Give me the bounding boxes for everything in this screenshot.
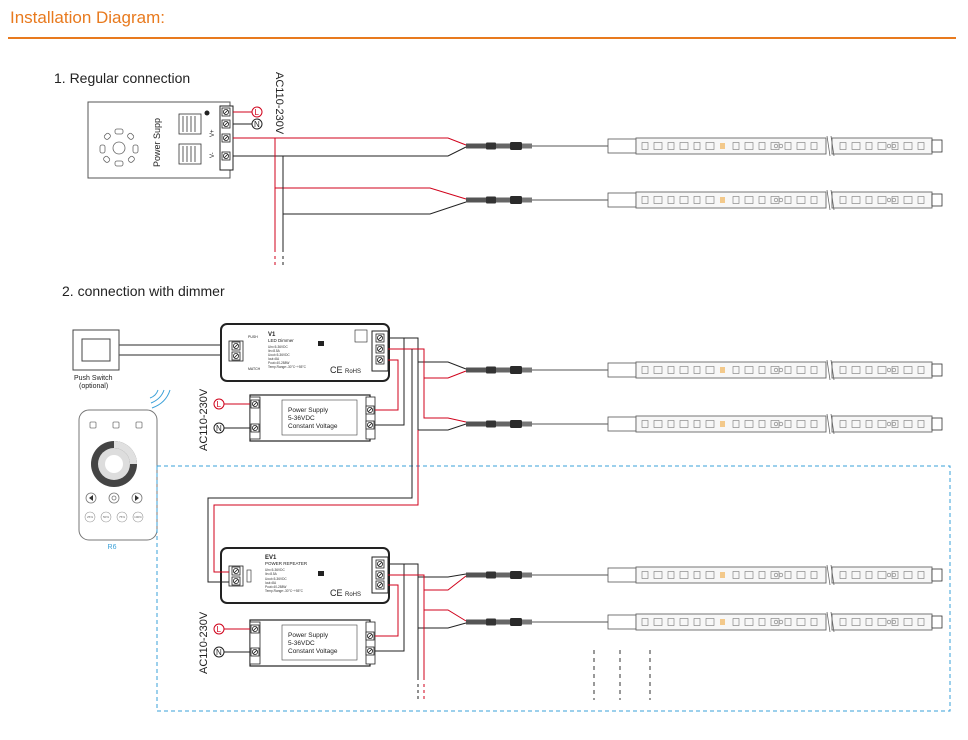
remote-preset-3: 75% <box>119 515 125 519</box>
terminal-v-minus-label: V- <box>210 152 216 158</box>
remote-r6: 25% 50% 75% 100% R6 <box>78 389 171 551</box>
remote-model-label: R6 <box>108 544 117 551</box>
mains-voltage-label-2a: AC110-230V <box>198 388 210 451</box>
terminal-n-label: N <box>254 120 260 129</box>
dimmer-push-label: PUSH <box>248 335 258 339</box>
dimmer-spec-6: Temp.Range:-30°C~+55°C <box>268 365 307 369</box>
push-switch-note: (optional) <box>79 383 108 390</box>
dimmer-spec-2: Iin=8.5A <box>268 349 281 353</box>
psu-2b-line1: Power Supply <box>288 632 329 639</box>
mains-n-symbol-2b: N <box>213 646 250 658</box>
remote-preset-1: 25% <box>87 515 93 519</box>
repeater-model: EV1 <box>265 555 277 561</box>
section-2-wiring <box>207 337 651 700</box>
strip-run-2d <box>466 611 943 633</box>
remote-preset-2: 50% <box>103 515 109 519</box>
mains-voltage-label-1: AC110-230V <box>273 72 285 135</box>
power-supply-2b: Power Supply 5-36VDC Constant Voltage <box>249 619 376 667</box>
repeater-name: POWER REPEATER <box>265 561 308 566</box>
strip-run-1a <box>466 135 943 157</box>
dimmer-name: LED Dimmer <box>268 338 294 343</box>
dimmer-rohs-mark: RoHS <box>345 369 361 375</box>
dimmer-match-label: MATCH <box>248 367 261 371</box>
dimmer-spec-3: Uout=5-36VDC <box>268 353 290 357</box>
led-dimmer-v1: PUSH MATCH V1 LED Dimmer Uin=5-36VDC Iin… <box>220 323 390 382</box>
repeater-spec-6: Temp.Range:-30°C~+55°C <box>265 589 304 593</box>
strip-run-1b <box>466 189 943 211</box>
terminal-n-label-2a: N <box>216 424 222 433</box>
terminal-l-label-2b: L <box>217 625 222 634</box>
dimmer-spec-5: Pout=40-288W <box>268 361 289 365</box>
repeater-spec-1: Uin=5-36VDC <box>265 568 285 572</box>
repeater-spec-3: Uout=5-36VDC <box>265 577 287 581</box>
title-divider <box>8 37 956 39</box>
mains-voltage-label-2b: AC110-230V <box>198 611 210 674</box>
push-switch-label: Push Switch <box>74 375 113 382</box>
power-supply-2a: Power Supply 5-36VDC Constant Voltage <box>249 394 376 442</box>
section-2-title: 2. connection with dimmer <box>62 283 225 299</box>
repeater-rohs-mark: RoHS <box>345 592 361 598</box>
strip-run-2a <box>466 359 943 381</box>
terminal-l-label-2a: L <box>217 400 222 409</box>
dimmer-model: V1 <box>268 332 276 338</box>
psu-2b-line3: Constant Voltage <box>288 648 338 655</box>
psu-2a-line2: 5-36VDC <box>288 415 315 422</box>
strip-run-2b <box>466 413 943 435</box>
terminal-v-plus-label: V+ <box>210 129 216 137</box>
strip-run-2c <box>466 564 943 586</box>
power-repeater-ev1: EV1 POWER REPEATER Uin=5-36VDC Iin=8.5A … <box>220 547 390 604</box>
section-1-wiring <box>233 137 467 268</box>
wireless-signal-icon <box>149 389 171 409</box>
repeater-ce-mark: CE <box>330 588 343 598</box>
repeater-spec-2: Iin=8.5A <box>265 572 278 576</box>
remote-preset-4: 100% <box>134 515 142 519</box>
psu-2a-line3: Constant Voltage <box>288 423 338 430</box>
page-title: Installation Diagram: <box>10 8 165 27</box>
mains-l-symbol-2a: L <box>213 398 250 410</box>
dimmer-spec-1: Uin=5-36VDC <box>268 345 288 349</box>
repeater-spec-5: Pout=40-288W <box>265 585 286 589</box>
dimmer-spec-4: Iout=8A <box>268 357 280 361</box>
mains-n-symbol-2a: N <box>213 422 250 434</box>
power-supply-unit: Power Supp V+ V- <box>87 101 234 179</box>
push-switch: Push Switch (optional) <box>72 329 220 390</box>
psu-2b-line2: 5-36VDC <box>288 640 315 647</box>
terminal-l-label: L <box>255 108 260 117</box>
terminal-n-label-2b: N <box>216 648 222 657</box>
section-1-title: 1. Regular connection <box>54 70 190 86</box>
mains-l-symbol: L <box>233 106 263 118</box>
repeater-spec-4: Iout=8A <box>265 581 277 585</box>
mains-l-symbol-2b: L <box>213 623 250 635</box>
psu-label: Power Supp <box>152 118 162 167</box>
repeater-expansion-box <box>156 465 951 712</box>
mains-n-symbol: N <box>233 118 263 130</box>
dimmer-ce-mark: CE <box>330 365 343 375</box>
psu-2a-line1: Power Supply <box>288 407 329 414</box>
